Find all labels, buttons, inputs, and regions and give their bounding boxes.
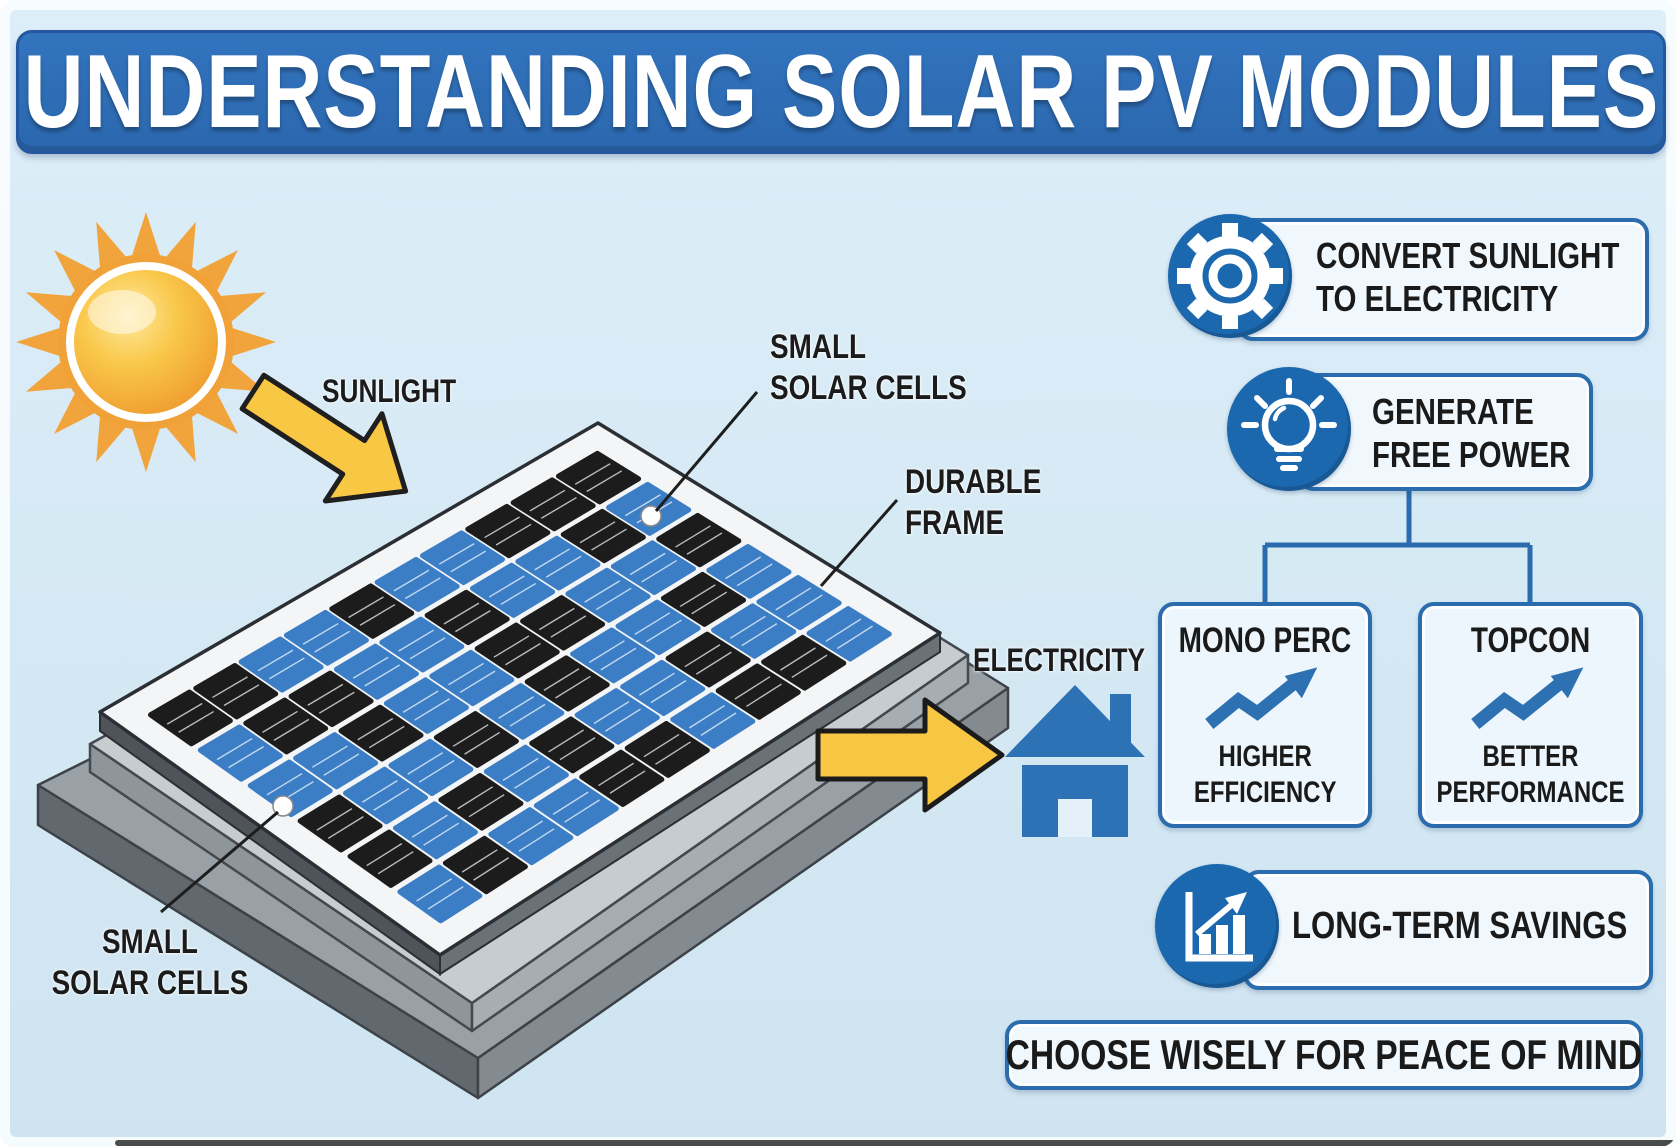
solar-cells-grid <box>147 450 892 924</box>
house-icon <box>1005 685 1145 837</box>
small-solar-cells-label-top: SMALL SOLAR CELLS <box>770 328 967 407</box>
lightbulb-icon <box>1227 367 1351 491</box>
sun-icon <box>16 212 276 472</box>
electricity-arrow-icon <box>815 697 1005 813</box>
title-banner: UNDERSTANDING SOLAR PV MODULES <box>16 30 1666 154</box>
sunlight-arrow-icon <box>239 372 409 504</box>
tech-name: TOPCON <box>1470 621 1591 660</box>
flow-connectors <box>1262 483 1533 602</box>
tech-box-topcon: TOPCON BETTER PERFORMANCE <box>1418 602 1643 828</box>
trend-up-icon <box>1470 667 1583 730</box>
footer-text: CHOOSE WISELY FOR PEACE OF MIND <box>1005 1031 1643 1078</box>
tech-benefit: BETTER PERFORMANCE <box>1436 740 1625 809</box>
gear-icon <box>1168 214 1292 338</box>
photo-bottom-edge <box>115 1140 1676 1146</box>
sunlight-label: SUNLIGHT <box>322 373 457 409</box>
tech-box-mono-perc: MONO PERC HIGHER EFFICIENCY <box>1158 602 1372 828</box>
trend-up-icon <box>1205 667 1318 730</box>
cell-marker-dot-bottom <box>272 795 294 817</box>
page-title: UNDERSTANDING SOLAR PV MODULES <box>23 33 1659 150</box>
leader-lines <box>160 391 899 914</box>
benefit-convert-box <box>1237 218 1649 341</box>
durable-frame-label: DURABLE FRAME <box>905 463 1042 542</box>
tech-name: MONO PERC <box>1178 621 1352 660</box>
tech-benefit: HIGHER EFFICIENCY <box>1193 740 1337 809</box>
savings-box <box>1243 870 1653 990</box>
small-solar-cells-label-bottom: SMALL SOLAR CELLS <box>51 923 249 1002</box>
benefit-convert-text: CONVERT SUNLIGHT TO ELECTRICITY <box>1316 235 1620 320</box>
electricity-label: ELECTRICITY <box>973 642 1146 678</box>
savings-chart-icon <box>1155 864 1279 988</box>
benefit-generate-text: GENERATE FREE POWER <box>1372 391 1571 476</box>
savings-label: LONG-TERM SAVINGS <box>1292 905 1628 947</box>
footer-box: CHOOSE WISELY FOR PEACE OF MIND <box>1005 1020 1643 1090</box>
